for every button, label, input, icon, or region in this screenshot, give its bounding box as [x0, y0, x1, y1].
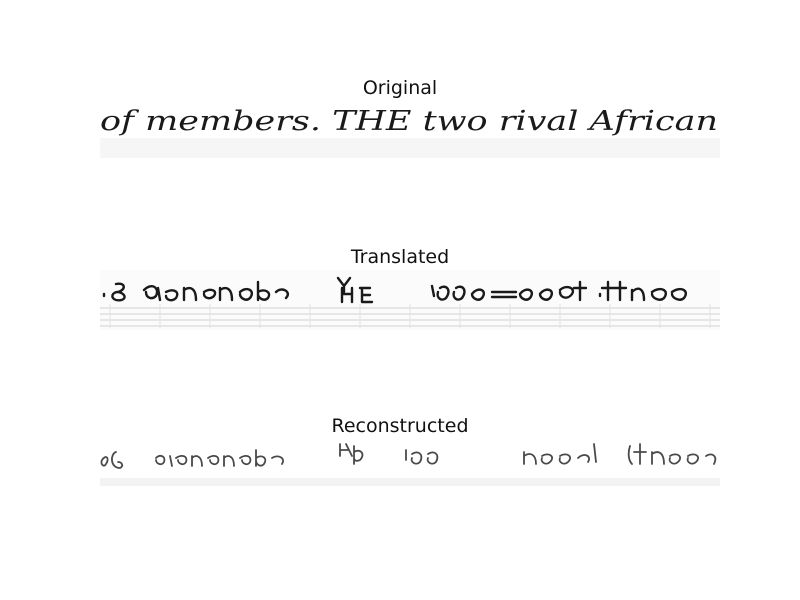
panel-title-original: Original [362, 77, 438, 99]
panel-title-translated: Translated [350, 246, 450, 268]
panel-title-reconstructed: Reconstructed [331, 415, 469, 437]
original-handwriting-text: of members. THE two rival African [100, 106, 718, 137]
original-handwriting-image: of members. THE two rival African [100, 100, 720, 160]
reconstructed-handwriting-image [100, 438, 720, 488]
translated-handwriting-image [100, 270, 720, 330]
